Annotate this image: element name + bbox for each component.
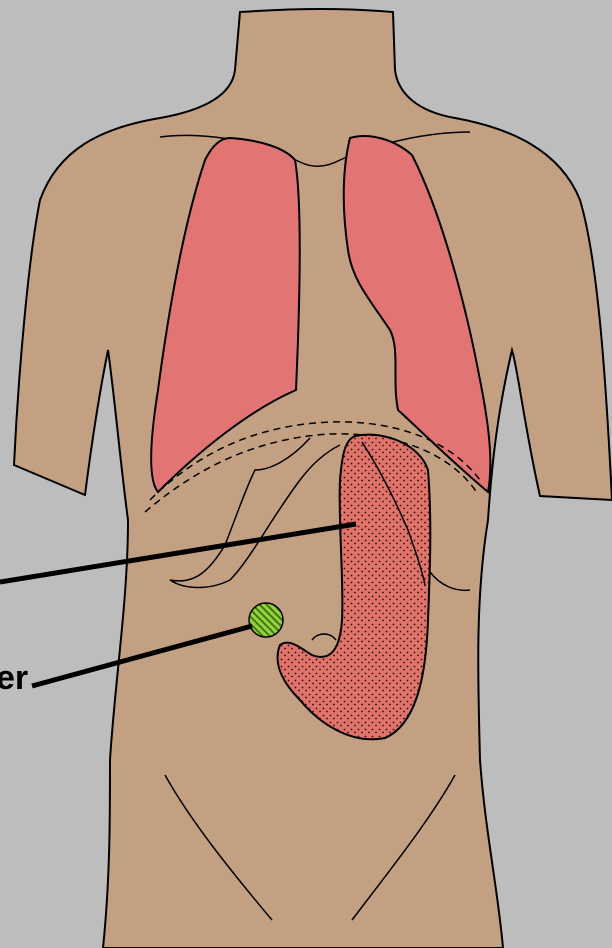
ulcer-spot-icon (249, 603, 283, 637)
ulcer-label: er (0, 661, 28, 695)
torso-body (14, 9, 612, 948)
